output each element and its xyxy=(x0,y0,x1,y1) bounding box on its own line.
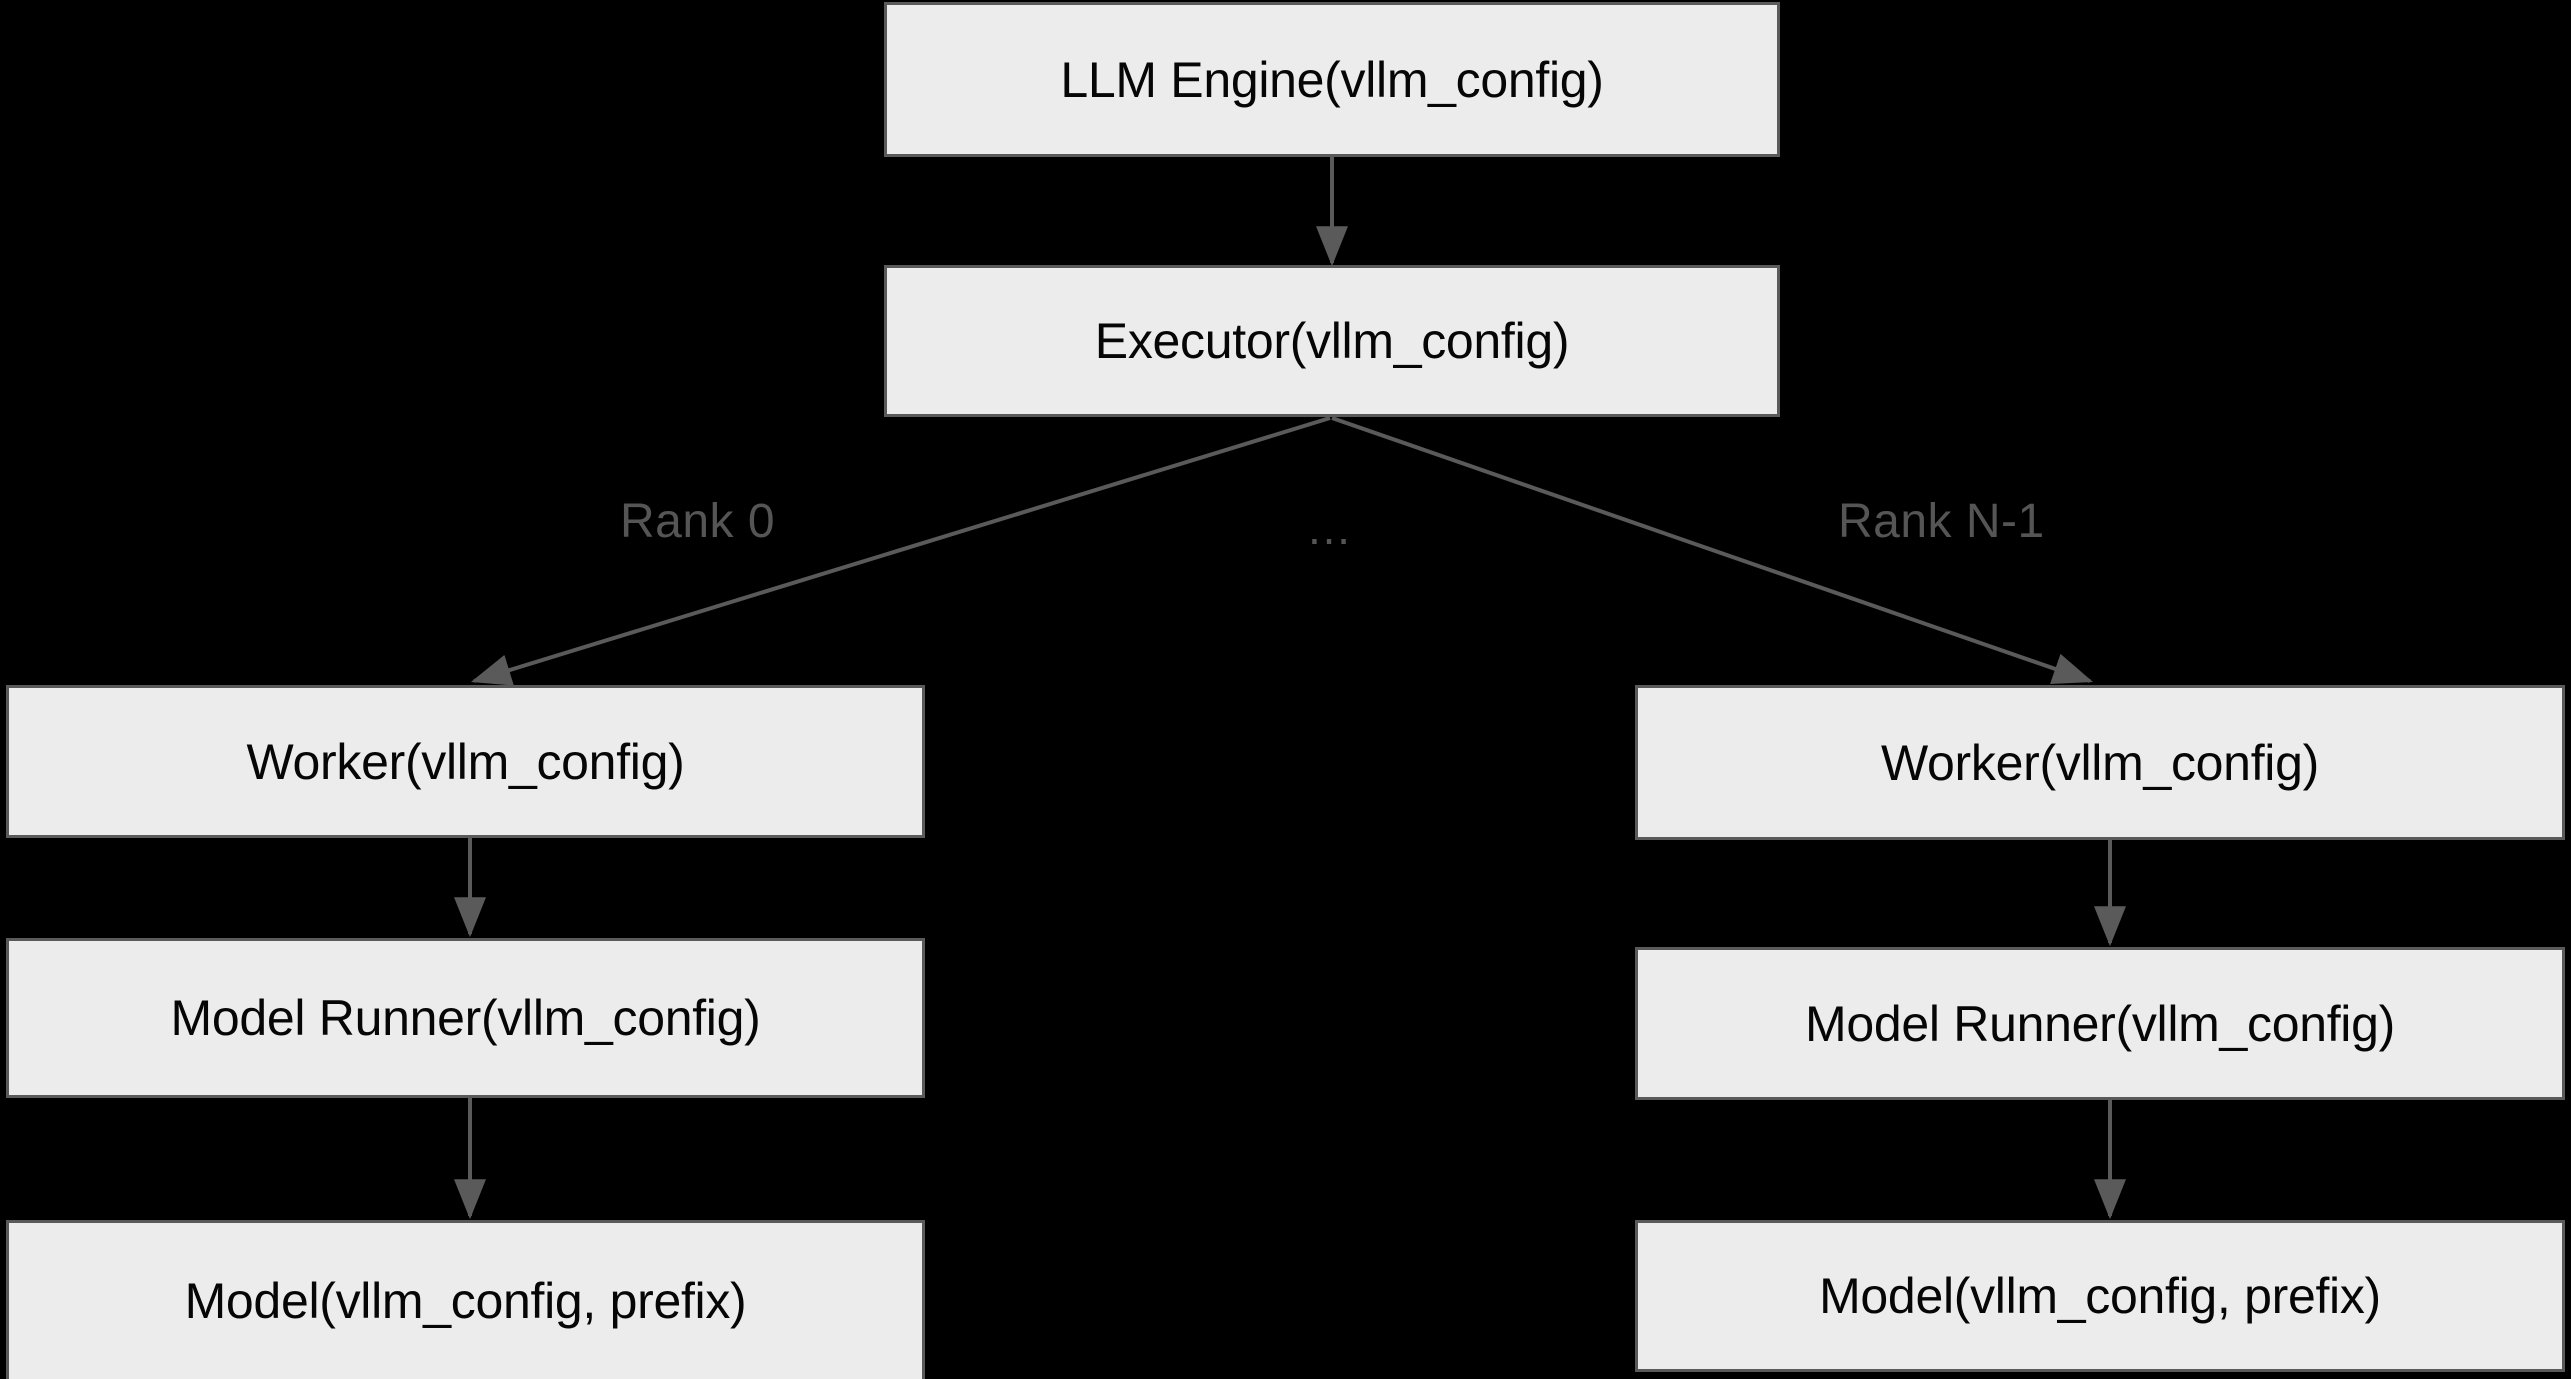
rank-n-minus-1-text: Rank N-1 xyxy=(1838,495,2045,548)
edge-label-ellipsis: … xyxy=(1306,505,1353,551)
node-model-right[interactable]: Model(vllm_config, prefix) xyxy=(1635,1220,2565,1372)
node-executor[interactable]: Executor(vllm_config) xyxy=(884,265,1780,417)
edge-label-rank-n-minus-1: Rank N-1 xyxy=(1838,498,2045,546)
node-worker-left[interactable]: Worker(vllm_config) xyxy=(6,685,925,838)
node-model-left-label: Model(vllm_config, prefix) xyxy=(184,1273,747,1329)
node-model-runner-left[interactable]: Model Runner(vllm_config) xyxy=(6,938,925,1098)
edge-executor-to-worker-left xyxy=(470,416,1331,686)
node-model-left[interactable]: Model(vllm_config, prefix) xyxy=(6,1220,925,1379)
node-model-runner-right[interactable]: Model Runner(vllm_config) xyxy=(1635,947,2565,1100)
node-worker-left-label: Worker(vllm_config) xyxy=(246,733,685,790)
node-executor-label: Executor(vllm_config) xyxy=(1094,313,1570,369)
node-llm-engine[interactable]: LLM Engine(vllm_config) xyxy=(884,2,1780,157)
node-worker-right[interactable]: Worker(vllm_config) xyxy=(1635,685,2565,840)
node-model-right-label: Model(vllm_config, prefix) xyxy=(1819,1268,2381,1324)
node-llm-engine-label: LLM Engine(vllm_config) xyxy=(1060,51,1604,108)
node-model-runner-left-label: Model Runner(vllm_config) xyxy=(170,990,761,1046)
edge-executor-to-worker-right xyxy=(1331,416,2094,685)
ellipsis-text: … xyxy=(1306,502,1353,554)
node-worker-right-label: Worker(vllm_config) xyxy=(1881,734,2319,791)
node-model-runner-right-label: Model Runner(vllm_config) xyxy=(1805,995,2395,1052)
edge-label-rank-0: Rank 0 xyxy=(620,498,775,546)
rank-0-text: Rank 0 xyxy=(620,495,776,548)
